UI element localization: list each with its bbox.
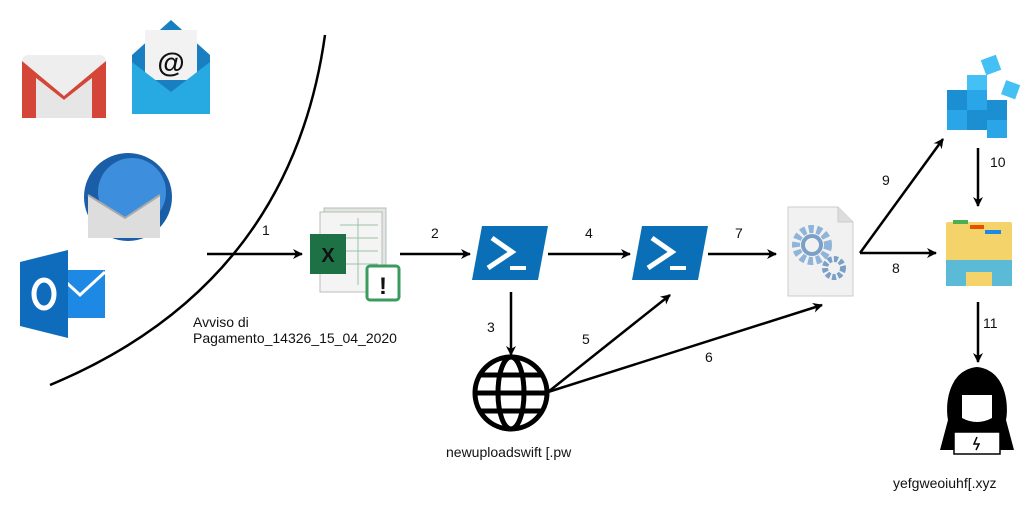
- attachment-name-line2: Pagamento_14326_15_04_2020: [193, 330, 397, 346]
- step-label-4: 4: [585, 225, 593, 241]
- registry-icon: [947, 54, 1021, 138]
- arrow-6: [547, 302, 823, 394]
- arrow-9: [858, 138, 945, 254]
- file-explorer-icon: [946, 220, 1012, 286]
- step-label-6: 6: [705, 349, 713, 365]
- excel-file-icon: X !: [310, 207, 401, 302]
- hacker-icon: [940, 367, 1014, 455]
- email-envelope-icon: @: [132, 20, 210, 114]
- outlook-icon: [20, 250, 107, 338]
- boundary-curve: [49, 34, 327, 387]
- attachment-name-line1: Avviso di: [193, 314, 249, 330]
- globe-icon: [472, 354, 550, 432]
- step-label-2: 2: [431, 225, 439, 241]
- step-label-10: 10: [990, 154, 1006, 170]
- gmail-icon: [22, 55, 106, 118]
- powershell-icon: [472, 226, 548, 280]
- domain-label-2: yefgweoiuhf[.xyz: [893, 475, 997, 491]
- step-label-8: 8: [892, 260, 900, 276]
- step-label-11: 11: [983, 315, 998, 331]
- step-label-7: 7: [735, 225, 743, 241]
- svg-text:!: !: [379, 273, 387, 300]
- step-label-1: 1: [262, 222, 270, 238]
- svg-text:@: @: [157, 47, 184, 78]
- domain-label-1: newuploadswift [.pw: [446, 444, 572, 460]
- step-label-9: 9: [882, 172, 890, 188]
- powershell-icon: [632, 226, 708, 280]
- config-file-gears-icon: [787, 206, 854, 297]
- arrow-5: [547, 294, 671, 393]
- svg-text:X: X: [321, 245, 335, 267]
- step-label-3: 3: [487, 319, 495, 335]
- step-label-5: 5: [582, 331, 590, 347]
- thunderbird-icon: [84, 153, 172, 241]
